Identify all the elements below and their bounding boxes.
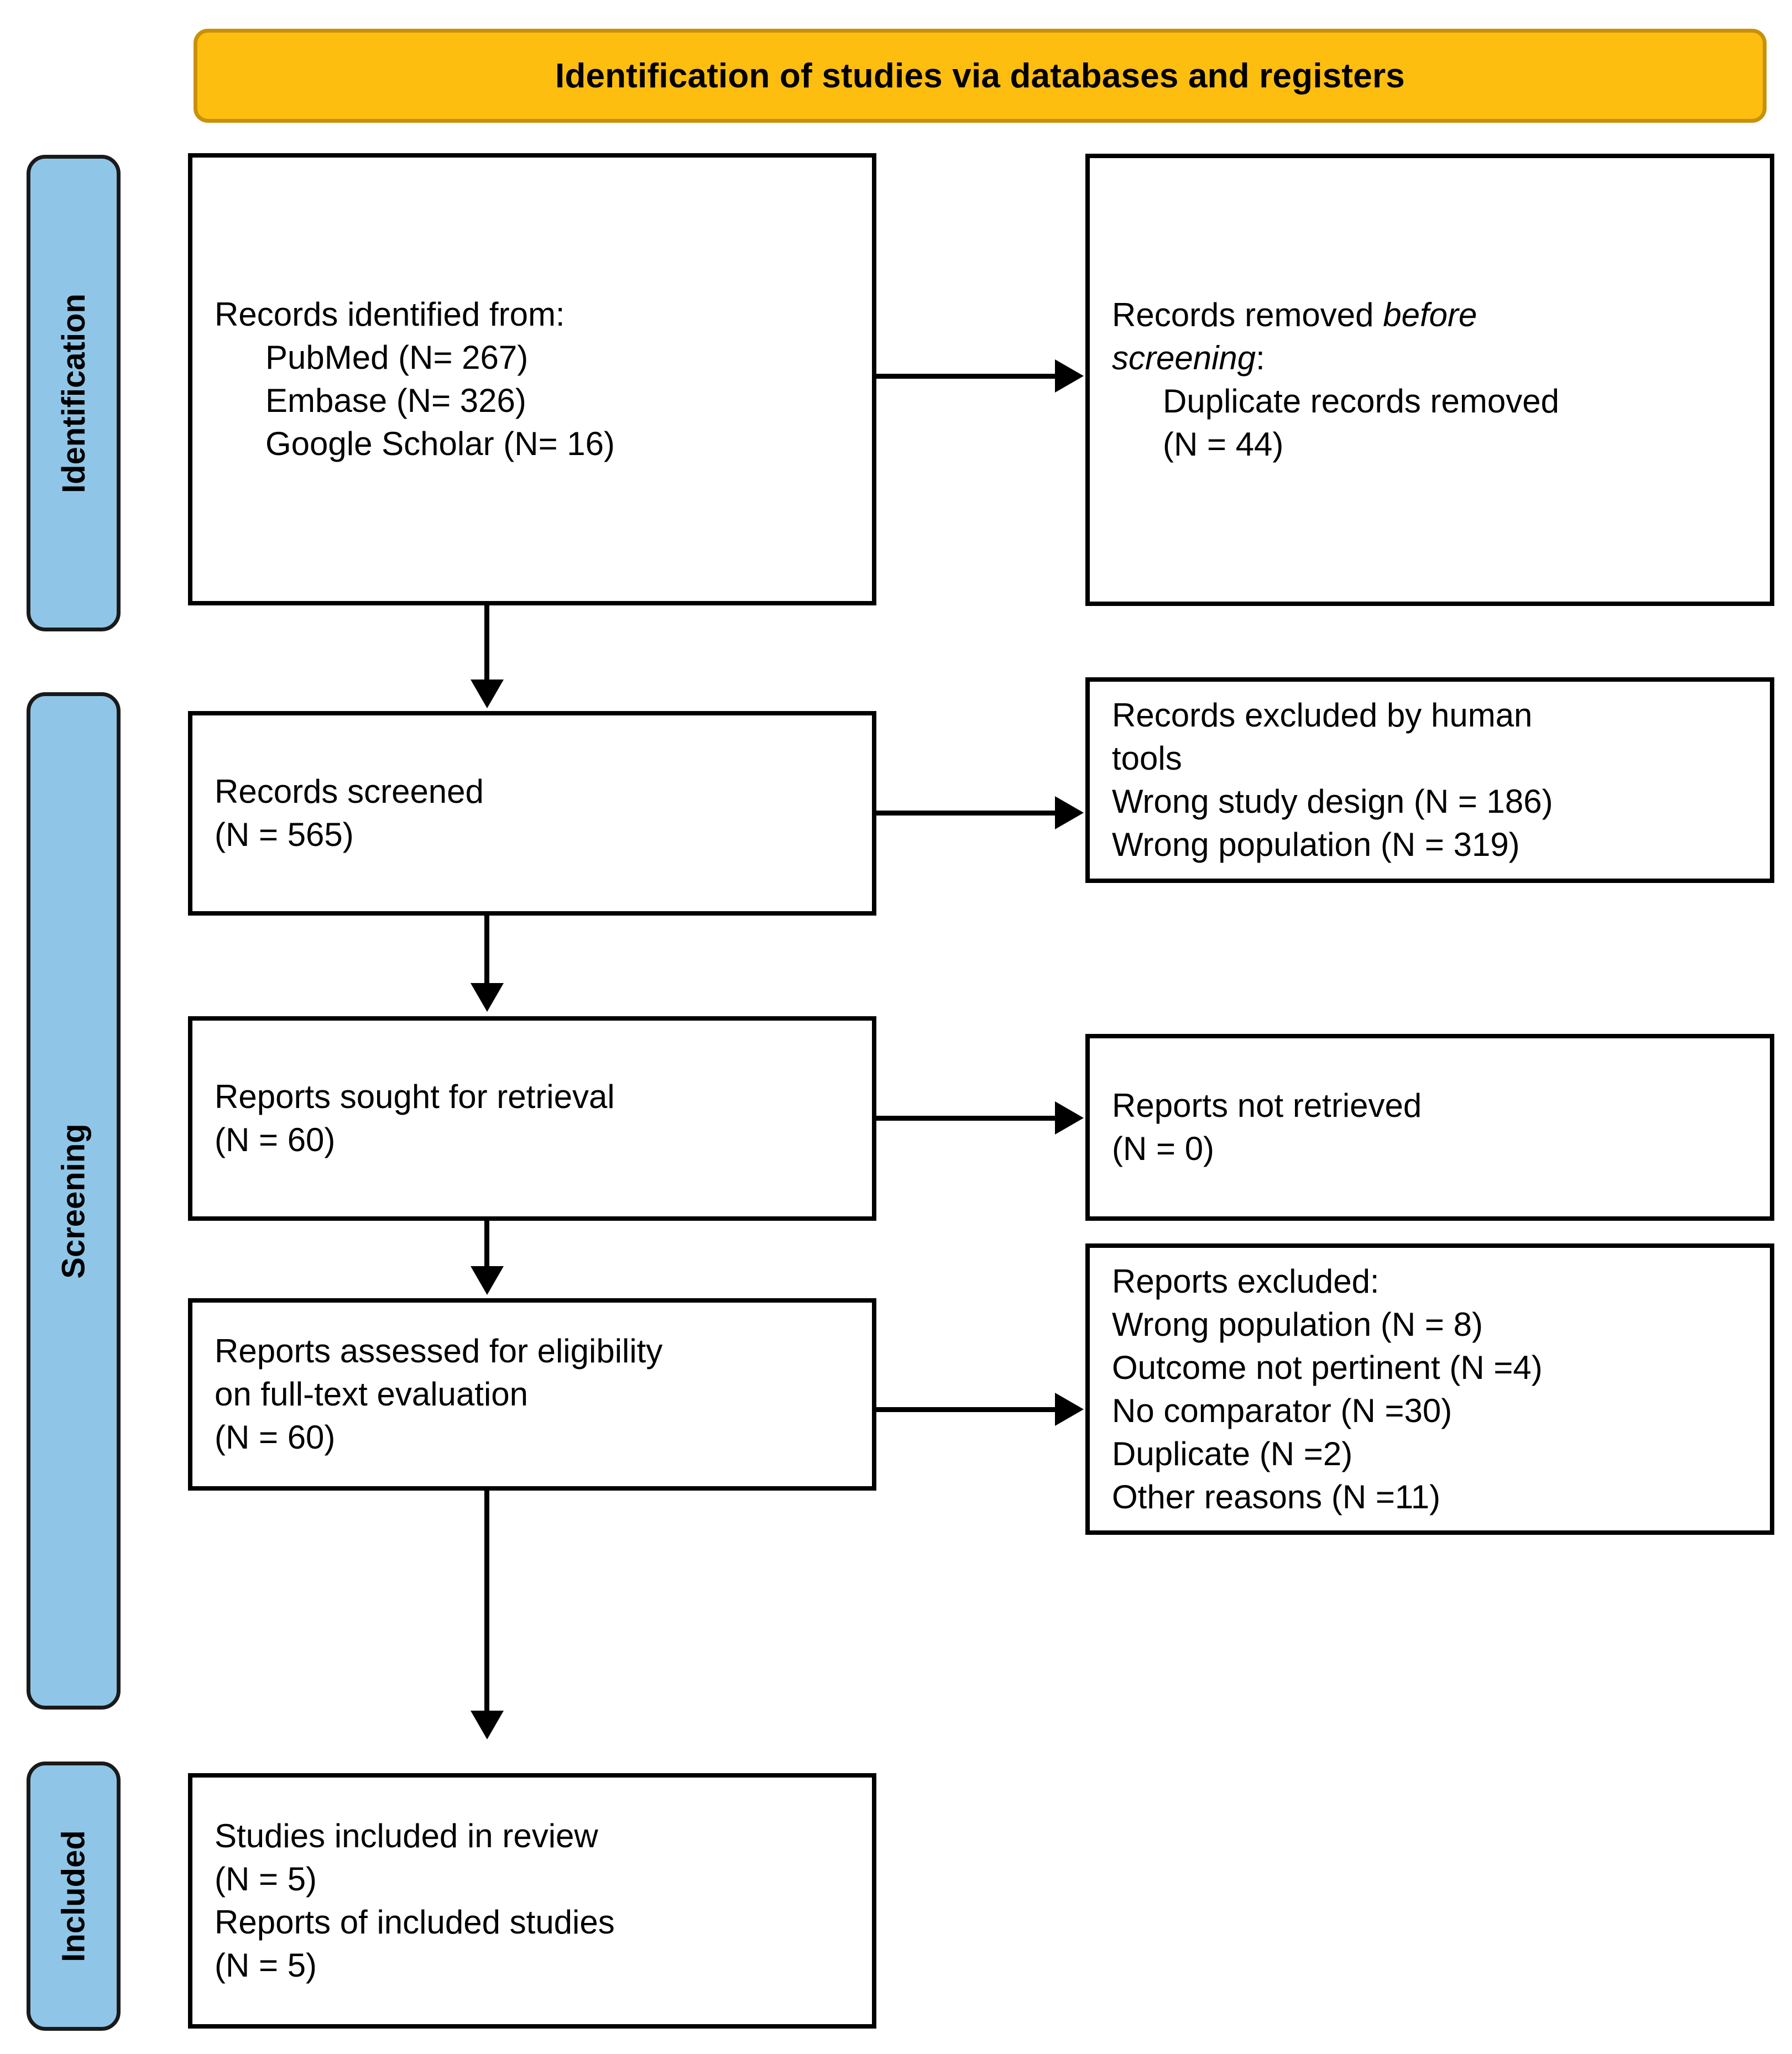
reports-not-retrieved-label: Reports not retrieved bbox=[1112, 1087, 1422, 1124]
connector-screened-to-excluded-records bbox=[876, 811, 1059, 816]
arrowhead-right-icon-removed bbox=[1055, 359, 1084, 393]
records-excluded-heading-line1: Records excluded by human bbox=[1112, 697, 1533, 734]
connector-sought-to-not-retrieved bbox=[876, 1116, 1059, 1121]
diagram-header-banner: Identification of studies via databases … bbox=[194, 29, 1767, 123]
arrowhead-right-icon-excluded-records bbox=[1055, 796, 1084, 829]
records-removed-italic-before: before bbox=[1383, 296, 1477, 333]
arrowhead-right-icon-excluded-reports bbox=[1055, 1393, 1084, 1426]
records-excluded-wrong-study-design: Wrong study design (N = 186) bbox=[1112, 783, 1553, 820]
records-removed-plain-2: : bbox=[1256, 339, 1265, 377]
studies-included-count: (N = 5) bbox=[215, 1860, 317, 1898]
box-records-excluded: Records excluded by human tools Wrong st… bbox=[1085, 677, 1774, 883]
arrowhead-down-icon-sought bbox=[471, 983, 504, 1012]
box-reports-not-retrieved: Reports not retrieved (N = 0) bbox=[1085, 1034, 1774, 1221]
reports-sought-count: (N = 60) bbox=[215, 1121, 336, 1158]
connector-identified-to-removed bbox=[876, 374, 1059, 379]
records-removed-heading-line2: screening: bbox=[1112, 337, 1748, 380]
reports-of-included-studies-count: (N = 5) bbox=[215, 1947, 317, 1984]
records-removed-italic-screening: screening bbox=[1112, 339, 1256, 377]
records-removed-plain-1: Records removed bbox=[1112, 296, 1383, 333]
reports-assessed-label-line2: on full-text evaluation bbox=[215, 1376, 529, 1413]
reports-excluded-heading: Reports excluded: bbox=[1112, 1262, 1380, 1300]
reports-excluded-duplicate: Duplicate (N =2) bbox=[1112, 1435, 1353, 1472]
records-excluded-heading-line2: tools bbox=[1112, 740, 1182, 777]
stage-label-screening: Screening bbox=[55, 1123, 92, 1279]
reports-excluded-wrong-population: Wrong population (N = 8) bbox=[1112, 1305, 1483, 1343]
connector-assessed-to-included bbox=[484, 1491, 489, 1714]
arrowhead-down-icon-screened bbox=[471, 680, 504, 708]
reports-of-included-studies-label: Reports of included studies bbox=[215, 1904, 615, 1941]
box-records-removed-before-screening: Records removed before screening: Duplic… bbox=[1085, 154, 1774, 606]
arrowhead-down-icon-assessed bbox=[471, 1266, 504, 1295]
connector-screened-to-sought bbox=[484, 916, 489, 986]
records-removed-heading-line1: Records removed before bbox=[1112, 294, 1748, 337]
records-identified-embase: Embase (N= 326) bbox=[265, 382, 526, 419]
stage-band-identification: Identification bbox=[27, 155, 121, 631]
records-identified-google-scholar: Google Scholar (N= 16) bbox=[265, 425, 615, 462]
records-screened-count: (N = 565) bbox=[215, 816, 354, 853]
duplicate-records-removed-count: (N = 44) bbox=[1163, 426, 1284, 463]
box-reports-assessed-for-eligibility: Reports assessed for eligibility on full… bbox=[188, 1298, 876, 1491]
box-records-screened: Records screened (N = 565) bbox=[188, 711, 876, 916]
stage-band-screening: Screening bbox=[27, 692, 121, 1710]
reports-not-retrieved-count: (N = 0) bbox=[1112, 1130, 1215, 1167]
reports-sought-label: Reports sought for retrieval bbox=[215, 1078, 615, 1115]
stage-band-included: Included bbox=[27, 1762, 121, 2031]
connector-assessed-to-excluded-reports bbox=[876, 1407, 1059, 1412]
records-screened-label: Records screened bbox=[215, 773, 484, 810]
reports-assessed-label-line1: Reports assessed for eligibility bbox=[215, 1332, 663, 1370]
box-reports-excluded: Reports excluded: Wrong population (N = … bbox=[1085, 1243, 1774, 1535]
reports-assessed-count: (N = 60) bbox=[215, 1419, 336, 1456]
records-identified-heading: Records identified from: bbox=[215, 296, 565, 333]
reports-excluded-no-comparator: No comparator (N =30) bbox=[1112, 1392, 1453, 1429]
stage-label-included: Included bbox=[55, 1830, 92, 1962]
connector-sought-to-assessed bbox=[484, 1221, 489, 1269]
box-studies-included: Studies included in review (N = 5) Repor… bbox=[188, 1773, 876, 2029]
arrowhead-down-icon-included bbox=[471, 1711, 504, 1739]
duplicate-records-removed-label: Duplicate records removed bbox=[1163, 383, 1559, 420]
records-excluded-wrong-population: Wrong population (N = 319) bbox=[1112, 826, 1520, 863]
reports-excluded-other-reasons: Other reasons (N =11) bbox=[1112, 1478, 1441, 1515]
box-reports-sought-for-retrieval: Reports sought for retrieval (N = 60) bbox=[188, 1016, 876, 1221]
box-records-identified: Records identified from: PubMed (N= 267)… bbox=[188, 153, 876, 605]
records-identified-pubmed: PubMed (N= 267) bbox=[265, 339, 529, 376]
studies-included-label: Studies included in review bbox=[215, 1817, 598, 1854]
stage-label-identification: Identification bbox=[55, 293, 92, 493]
connector-identified-to-screened bbox=[484, 605, 489, 683]
diagram-title: Identification of studies via databases … bbox=[555, 56, 1405, 95]
arrowhead-right-icon-not-retrieved bbox=[1055, 1101, 1084, 1135]
reports-excluded-outcome-not-pertinent: Outcome not pertinent (N =4) bbox=[1112, 1349, 1543, 1386]
